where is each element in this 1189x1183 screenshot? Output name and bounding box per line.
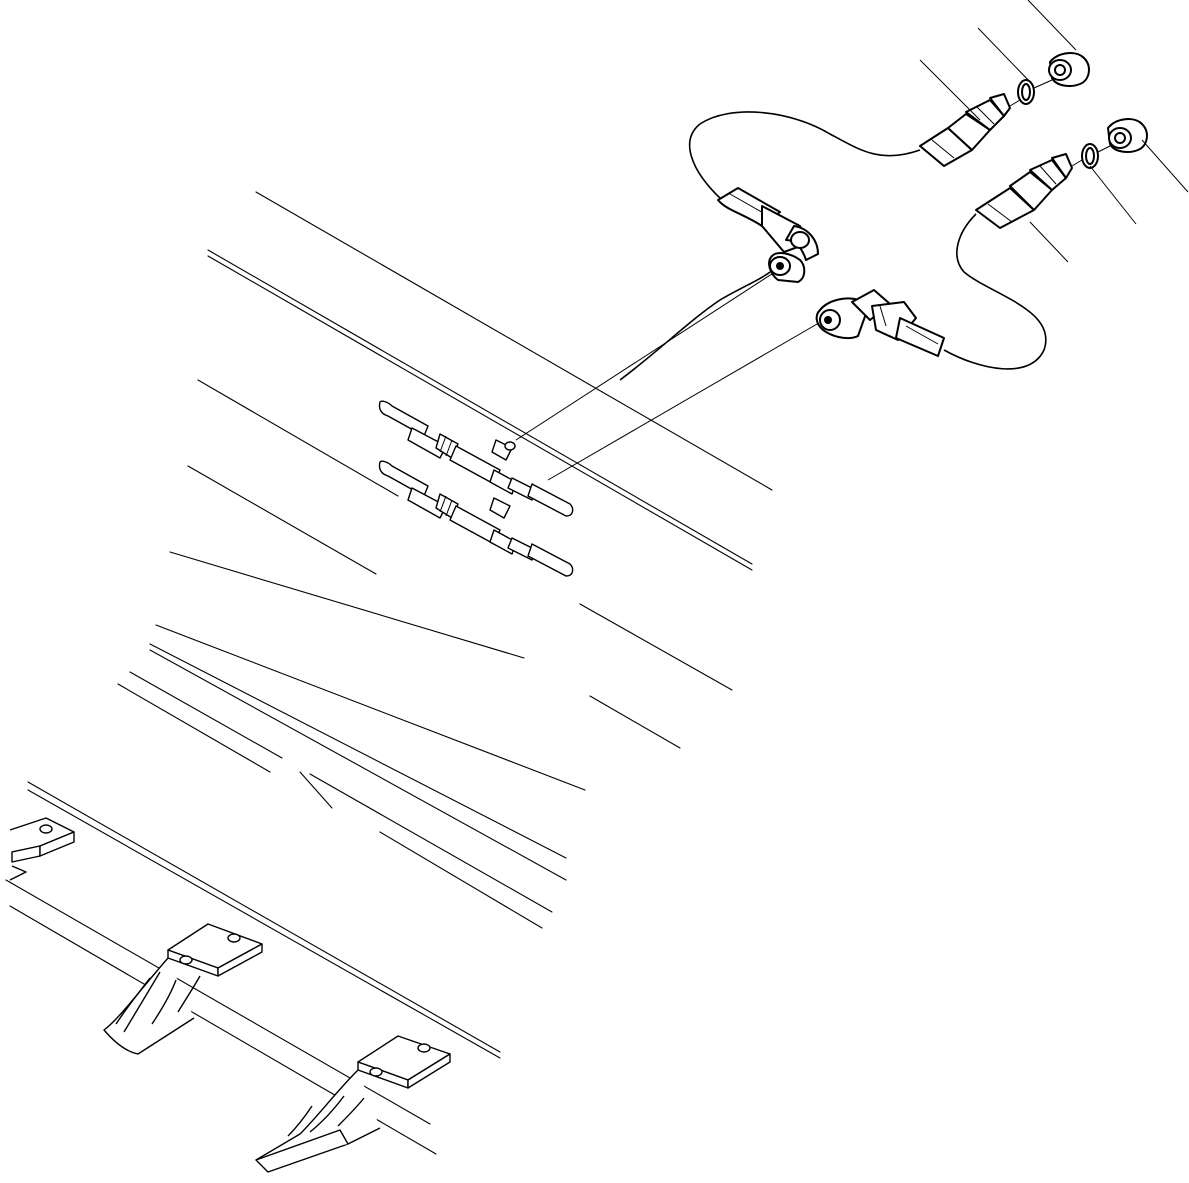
frame-fittings	[378, 400, 574, 577]
tooth-adapter-front	[255, 1035, 451, 1173]
leader-lines	[515, 269, 825, 481]
frame-lines	[27, 191, 773, 1059]
tooth-bracket-left	[9, 817, 75, 881]
callout-leaders	[919, 0, 1189, 263]
bucket-edge-assembly	[5, 817, 451, 1173]
frame-fitting-lower	[378, 460, 574, 577]
hose-assembly-upper	[619, 111, 921, 381]
connector-group-upper	[919, 52, 1090, 167]
frame-fitting-upper	[378, 400, 574, 517]
connector-group-lower	[975, 118, 1148, 229]
tooth-adapter-middle	[103, 923, 263, 1055]
hose-assembly-lower	[815, 213, 1047, 370]
